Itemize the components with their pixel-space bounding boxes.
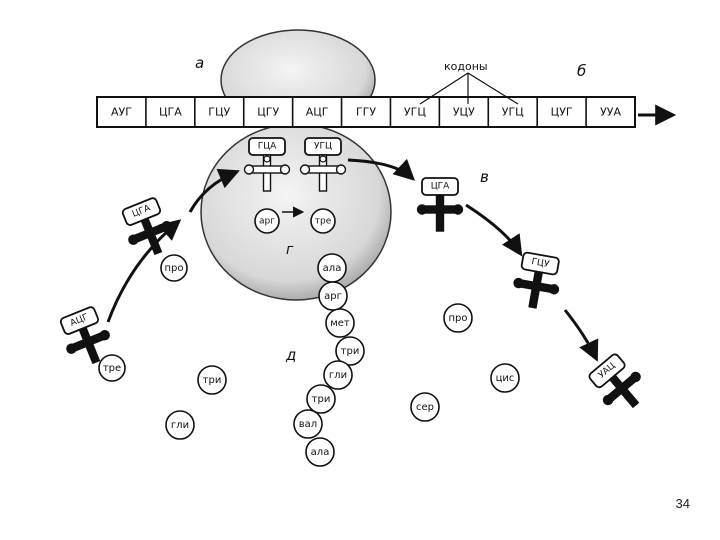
codon-4: АЦГ bbox=[291, 97, 329, 127]
outgoing-trna-1-anticodon: ГЦУ bbox=[531, 257, 551, 270]
arrow-release-1 bbox=[465, 203, 523, 257]
incoming-amino-acid-1: тре bbox=[98, 354, 126, 382]
label-b: б bbox=[577, 62, 586, 80]
peptide-residue-0-label: ала bbox=[323, 263, 342, 274]
outgoing-trna-2: УАЦ bbox=[588, 353, 641, 409]
label-v: в bbox=[480, 168, 489, 186]
peptide-residue-1: арг bbox=[318, 281, 348, 311]
free-amino-acid-1-label: гли bbox=[171, 420, 189, 431]
codon-7-label: УЦУ bbox=[453, 106, 475, 119]
free-amino-acid-0: три bbox=[197, 365, 227, 395]
peptide-residue-2-label: мет bbox=[330, 318, 350, 329]
label-g: г bbox=[286, 242, 294, 258]
peptide-residue-6: вал bbox=[293, 409, 323, 439]
codon-7: УЦУ bbox=[438, 97, 475, 127]
codon-3: ЦГУ bbox=[242, 97, 279, 127]
free-amino-acid-3-label: цис bbox=[496, 373, 515, 384]
label-d: д bbox=[285, 346, 296, 364]
peptide-residue-5-label: три bbox=[312, 394, 331, 405]
free-amino-acid-3: цис bbox=[490, 363, 520, 393]
codon-6: УГЦ bbox=[389, 97, 426, 127]
ribosome-amino-acid-0-label: арг bbox=[259, 217, 275, 227]
peptide-residue-1-label: арг bbox=[324, 291, 342, 302]
peptide-residue-2: мет bbox=[325, 308, 355, 338]
peptide-residue-7-label: ала bbox=[311, 447, 330, 458]
free-amino-acids: три гли про цис сер bbox=[165, 303, 520, 440]
incoming-trna-0: ЦГА bbox=[121, 197, 172, 256]
free-amino-acid-4: сер bbox=[410, 392, 440, 422]
mrna-backbone bbox=[96, 96, 636, 128]
free-amino-acid-2: про bbox=[443, 303, 473, 333]
ribosome-amino-acid-0: арг bbox=[254, 208, 280, 234]
free-amino-acid-4-label: сер bbox=[416, 402, 434, 413]
codon-8: УГЦ bbox=[487, 97, 524, 127]
free-amino-acid-0-label: три bbox=[203, 375, 222, 386]
free-amino-acid-1: гли bbox=[165, 410, 195, 440]
peptide-residue-0: ала bbox=[317, 253, 347, 283]
arrow-incoming-upper bbox=[188, 168, 240, 213]
mrna-strand: АУГ ЦГА ГЦУ ЦГУ АЦГ ГГУ УГЦ УЦУ УГЦ ЦУГ УУА bbox=[96, 96, 677, 128]
codon-0-label: АУГ bbox=[111, 106, 132, 119]
ribosome bbox=[200, 29, 392, 301]
ribosome-amino-acid-1-label: тре bbox=[315, 217, 332, 227]
codon-5: ГГУ bbox=[340, 97, 376, 127]
incoming-trna-1: АЦГ bbox=[59, 306, 110, 365]
outgoing-trna-0: ЦГА bbox=[416, 177, 464, 232]
peptide-residue-3: три bbox=[335, 336, 365, 366]
peptide-residue-7: ала bbox=[305, 437, 335, 467]
codon-10: УУА bbox=[585, 97, 621, 127]
peptide-chain: ала арг мет три гли три вал ала bbox=[293, 253, 365, 467]
codon-2: ГЦУ bbox=[194, 97, 231, 127]
arrow-release-2 bbox=[563, 309, 599, 362]
ribosome-amino-acid-1: тре bbox=[310, 208, 336, 234]
codon-9-label: ЦУГ bbox=[551, 106, 573, 119]
label-a: а bbox=[195, 54, 204, 72]
page-number: 34 bbox=[675, 496, 690, 511]
codon-3-label: ЦГУ bbox=[257, 106, 279, 119]
codon-4-label: АЦГ bbox=[306, 106, 329, 119]
peptide-residue-6-label: вал bbox=[299, 419, 317, 430]
free-amino-acid-2-label: про bbox=[448, 313, 467, 324]
peptide-residue-5: три bbox=[306, 384, 336, 414]
ribosome-trna-0: ГЦА bbox=[243, 137, 291, 192]
arrow-exit bbox=[347, 158, 416, 181]
codon-0: АУГ bbox=[111, 106, 132, 119]
ribosome-trna-1-anticodon: УГЦ bbox=[314, 142, 332, 152]
incoming-amino-acid-0-label: про bbox=[164, 263, 183, 274]
incoming-amino-acid-0: про bbox=[160, 254, 188, 282]
peptide-residue-4-label: гли bbox=[329, 370, 347, 381]
codons-bracket bbox=[419, 72, 519, 105]
codon-2-label: ГЦУ bbox=[208, 106, 230, 119]
codon-1-label: ЦГА bbox=[159, 106, 182, 119]
codon-1: ЦГА bbox=[145, 97, 182, 127]
codon-10-label: УУА bbox=[600, 106, 621, 119]
codon-5-label: ГГУ bbox=[356, 106, 376, 119]
codon-6-label: УГЦ bbox=[404, 106, 426, 119]
codon-9: ЦУГ bbox=[536, 97, 573, 127]
ribosome-trna-1: УГЦ bbox=[299, 137, 347, 192]
ribosome-trna-0-anticodon: ГЦА bbox=[258, 142, 277, 152]
outgoing-trna-0-anticodon: ЦГА bbox=[431, 182, 450, 192]
incoming-amino-acid-1-label: тре bbox=[103, 363, 121, 374]
label-codons: кодоны bbox=[444, 60, 488, 73]
peptide-residue-4: гли bbox=[323, 360, 353, 390]
outgoing-trna-1: ГЦУ bbox=[513, 251, 560, 309]
peptide-residue-3-label: три bbox=[341, 346, 360, 357]
process-arrows bbox=[106, 158, 599, 362]
codon-8-label: УГЦ bbox=[502, 106, 524, 119]
